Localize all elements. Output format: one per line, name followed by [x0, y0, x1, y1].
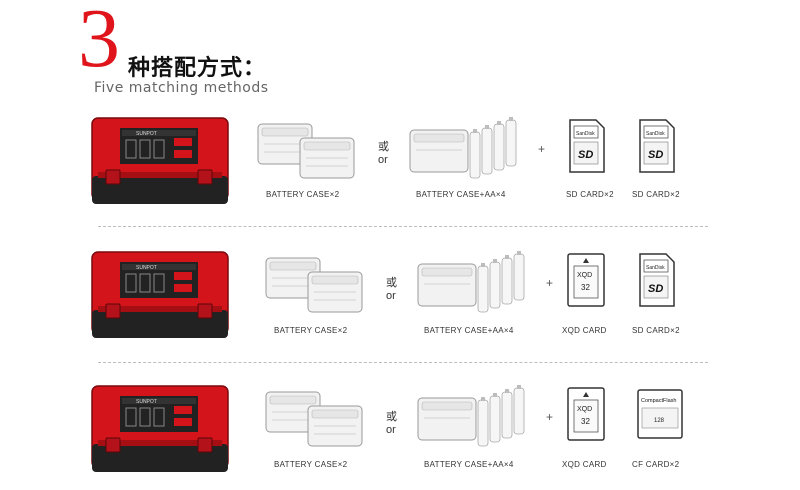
svg-text:SanDisk: SanDisk	[646, 131, 665, 137]
memory-card-image: SanDisk SD	[636, 252, 676, 313]
brand-label-mark: SUNPOT	[136, 265, 157, 271]
caption-card-2: SD CARD×2	[632, 326, 680, 335]
or-english: or	[378, 154, 388, 166]
memory-card-image: XQD 32	[566, 386, 606, 447]
battery-pair-image	[256, 118, 366, 189]
caption-card-2: SD CARD×2	[632, 190, 680, 199]
caption-battery-aa: BATTERY CASE+AA×4	[424, 460, 514, 469]
battery-and-aa-image	[408, 116, 528, 187]
caption-battery-aa: BATTERY CASE+AA×4	[424, 326, 514, 335]
battery-storage-case-image: SUNPOT	[90, 114, 230, 209]
svg-text:CompactFlash: CompactFlash	[641, 398, 676, 404]
or-chinese: 或	[378, 140, 389, 153]
caption-battery-aa: BATTERY CASE+AA×4	[416, 190, 506, 199]
header: 3 种搭配方式： Five matching methods	[0, 0, 800, 110]
svg-text:32: 32	[581, 283, 590, 292]
plus-sign: +	[538, 142, 546, 156]
combination-row: SUNPOT BATTERY CASE×2 或 or	[0, 380, 800, 490]
caption-card-1: XQD CARD	[562, 460, 607, 469]
combination-row: SUNPOT BATTERY CASE×2 或 or	[0, 246, 800, 356]
caption-battery-case: BATTERY CASE×2	[266, 190, 340, 199]
svg-text:32: 32	[581, 417, 590, 426]
caption-battery-case: BATTERY CASE×2	[274, 460, 348, 469]
battery-pair-image	[264, 252, 374, 323]
caption-battery-case: BATTERY CASE×2	[274, 326, 348, 335]
or-chinese: 或	[386, 276, 397, 289]
svg-text:SanDisk: SanDisk	[576, 131, 595, 137]
or-english: or	[386, 424, 396, 436]
svg-text:SanDisk: SanDisk	[646, 265, 665, 271]
memory-card-image: CompactFlash 128	[636, 386, 684, 447]
caption-card-2: CF CARD×2	[632, 460, 680, 469]
or-english: or	[386, 290, 396, 302]
battery-and-aa-image	[416, 384, 536, 455]
memory-card-image: SanDisk SD	[636, 118, 676, 179]
title-english: Five matching methods	[94, 80, 269, 96]
plus-sign: +	[546, 276, 554, 290]
row-separator	[98, 362, 708, 363]
caption-card-1: SD CARD×2	[566, 190, 614, 199]
svg-text:SD: SD	[578, 149, 593, 161]
combination-row: SUNPOT BATTERY CASE×2 或 or	[0, 112, 800, 222]
caption-card-1: XQD CARD	[562, 326, 607, 335]
or-chinese: 或	[386, 410, 397, 423]
svg-text:XQD: XQD	[577, 406, 592, 413]
memory-card-image: SanDisk SD	[566, 118, 606, 179]
memory-card-image: XQD 32	[566, 252, 606, 313]
battery-storage-case-image: SUNPOT	[90, 248, 230, 343]
row-separator	[98, 226, 708, 227]
battery-pair-image	[264, 386, 374, 457]
brand-label-mark: SUNPOT	[136, 399, 157, 405]
battery-storage-case-image: SUNPOT	[90, 382, 230, 477]
title-chinese: 种搭配方式：	[128, 56, 267, 81]
svg-text:XQD: XQD	[577, 272, 592, 279]
svg-text:SD: SD	[648, 149, 663, 161]
svg-text:128: 128	[654, 418, 665, 424]
svg-text:SD: SD	[648, 283, 663, 295]
plus-sign: +	[546, 410, 554, 424]
method-count-number: 3	[78, 0, 120, 85]
brand-label-mark: SUNPOT	[136, 131, 157, 137]
battery-and-aa-image	[416, 250, 536, 321]
